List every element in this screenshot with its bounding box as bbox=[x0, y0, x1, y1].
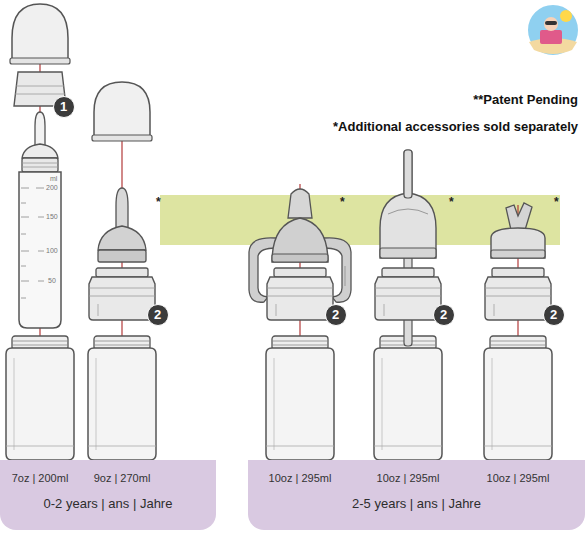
callout-circle: 1 bbox=[53, 96, 75, 118]
nipple-parts bbox=[92, 82, 152, 262]
age-band: 7oz | 200ml9oz | 270ml 0-2 years | ans | … bbox=[0, 460, 216, 530]
steel-body bbox=[374, 336, 442, 460]
callout-number: 1 bbox=[54, 97, 73, 116]
asterisk: * bbox=[554, 195, 559, 209]
callout-number: 2 bbox=[148, 305, 167, 324]
asterisk: * bbox=[449, 195, 454, 209]
scale-mark: 150 bbox=[46, 213, 58, 220]
callout-circle: 2 bbox=[543, 304, 565, 326]
asterisk: * bbox=[156, 195, 161, 209]
scale-mark: 50 bbox=[48, 277, 56, 284]
steel-body bbox=[6, 336, 74, 460]
callout-number: 2 bbox=[326, 305, 345, 324]
straw-cap-parts bbox=[380, 150, 436, 258]
callout-circle: 2 bbox=[147, 304, 169, 326]
sport-cap-parts bbox=[491, 203, 545, 258]
collar bbox=[89, 268, 155, 320]
infant-bottle-parts bbox=[10, 4, 70, 328]
scale-mark: 200 bbox=[46, 184, 58, 191]
collar bbox=[267, 268, 333, 320]
size-label: 10oz | 295ml bbox=[473, 472, 563, 484]
callout-number: 2 bbox=[434, 305, 453, 324]
age-band: 10oz | 295ml 10oz | 295ml 10oz | 295ml 2-5 … bbox=[248, 460, 585, 530]
collar bbox=[485, 268, 551, 320]
callout-circle: 2 bbox=[433, 304, 455, 326]
callout-circle: 2 bbox=[325, 304, 347, 326]
collar bbox=[375, 268, 441, 320]
steel-body bbox=[484, 336, 552, 460]
size-label: 7oz | 200ml bbox=[0, 472, 80, 484]
steel-body bbox=[266, 336, 334, 460]
steel-body bbox=[88, 336, 156, 460]
age-range: 2-5 years | ans | Jahre bbox=[248, 496, 585, 511]
callout-number: 2 bbox=[544, 305, 563, 324]
age-range: 0-2 years | ans | Jahre bbox=[0, 496, 216, 511]
asterisk: * bbox=[340, 195, 345, 209]
patent-note: **Patent Pending bbox=[360, 92, 578, 107]
assembly-lines bbox=[40, 60, 518, 338]
scale-mark: 100 bbox=[46, 247, 58, 254]
scale-mark: ml bbox=[50, 175, 57, 182]
size-label: 9oz | 270ml bbox=[77, 472, 167, 484]
brand-logo bbox=[527, 4, 579, 56]
size-label: 10oz | 295ml bbox=[363, 472, 453, 484]
accessory-note: *Additional accessories sold separately bbox=[280, 119, 578, 134]
size-label: 10oz | 295ml bbox=[255, 472, 345, 484]
